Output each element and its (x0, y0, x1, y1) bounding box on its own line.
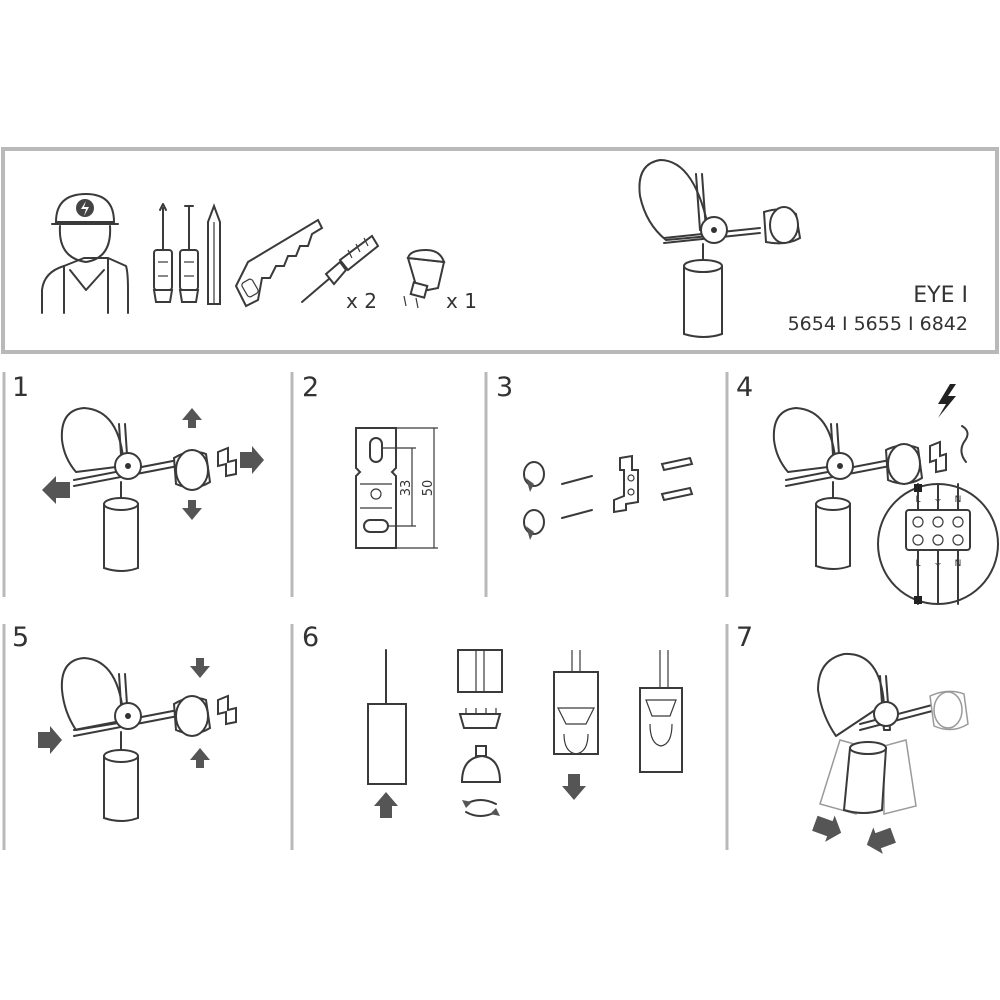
electric-hazard-icon (938, 384, 956, 418)
step-2-number: 2 (302, 372, 319, 403)
step-4-illustration (772, 407, 969, 570)
terminal-label-earth-top: ⏚ (933, 494, 942, 505)
plug-quantity: x 2 (346, 289, 377, 313)
screwdriver-flat-icon (178, 205, 200, 303)
product-codes: 5654 I 5655 I 6842 (788, 313, 968, 335)
gu10-bulb-icon (403, 248, 446, 309)
arrow-icon (374, 774, 586, 818)
terminal-label-n-top: N (955, 495, 962, 505)
terminal-label-n-bottom: N (955, 559, 962, 569)
step-3-number: 3 (496, 372, 513, 403)
step-4-number: 4 (736, 372, 753, 403)
arrow-icon (38, 658, 210, 768)
terminal-label-earth-bottom: ⏚ (933, 558, 942, 569)
wall-plug-icon (301, 234, 380, 303)
step-5-number: 5 (12, 622, 29, 653)
lamp-overview-illustration (638, 159, 802, 338)
step-6-number: 6 (302, 622, 319, 653)
dimension-inner: 33 (399, 480, 414, 497)
step-2-bracket-illustration (355, 427, 438, 549)
step-1-number: 1 (12, 372, 29, 403)
dimension-outer: 50 (421, 480, 436, 497)
arrow-icon (42, 408, 264, 520)
electrician-icon (41, 192, 129, 314)
product-name: EYE I (913, 283, 968, 308)
step-7-number: 7 (736, 622, 753, 653)
step-6-illustration (367, 649, 683, 785)
step-7-illustration (817, 652, 969, 815)
rotate-icon (526, 478, 534, 540)
step-1-illustration (60, 407, 237, 572)
rotate-icon (812, 815, 896, 854)
header-frame (1, 147, 999, 354)
saw-icon (234, 218, 324, 308)
screwdriver-cross-icon (152, 203, 174, 303)
bulb-quantity: x 1 (446, 289, 477, 313)
terminal-label-l-bottom: L (915, 559, 920, 569)
terminal-label-l-top: L (915, 495, 920, 505)
step-5-illustration (60, 657, 237, 822)
pencil-icon (207, 203, 221, 305)
rotate-icon (462, 799, 500, 817)
terminal-block-detail (877, 483, 999, 605)
step-3-illustration (523, 454, 694, 535)
